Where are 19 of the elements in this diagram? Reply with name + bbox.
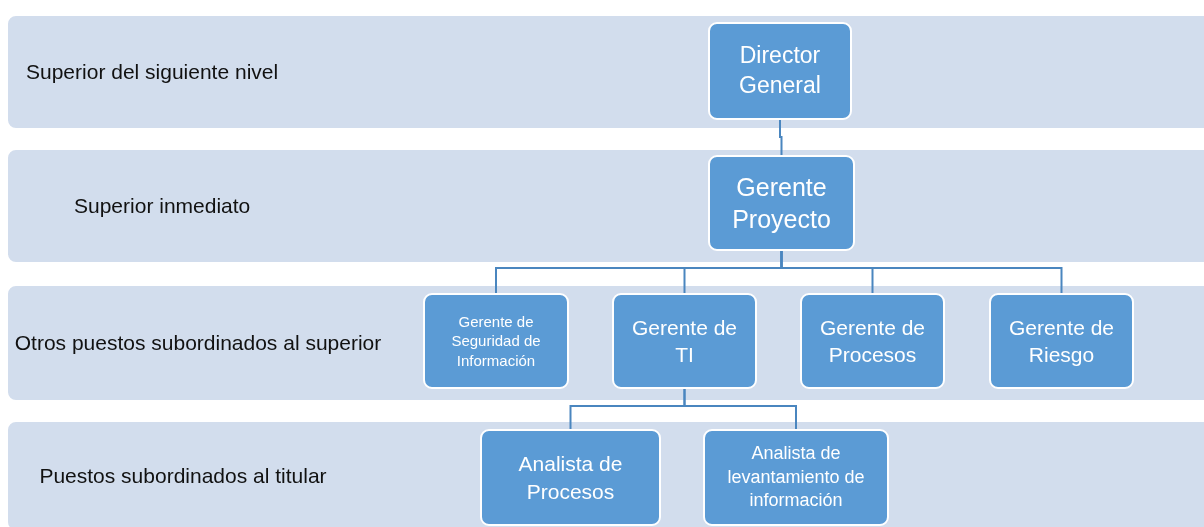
level-label: Superior inmediato — [74, 194, 251, 218]
level-label: Otros puestos subordinados al superior — [14, 331, 382, 355]
position-box: Director General — [708, 22, 852, 120]
position-box: Analista de levantamiento de información — [703, 429, 889, 526]
level-band — [6, 284, 1204, 402]
level-band — [6, 148, 1204, 264]
position-box: Gerente de Riesgo — [989, 293, 1134, 389]
level-band — [6, 14, 1204, 130]
position-box: Analista de Procesos — [480, 429, 661, 526]
position-box: Gerente Proyecto — [708, 155, 855, 251]
level-label: Puestos subordinados al titular — [39, 464, 327, 488]
position-box: Gerente de TI — [612, 293, 757, 389]
level-label: Superior del siguiente nivel — [26, 60, 279, 84]
connector-line — [683, 388, 797, 430]
position-box: Gerente de Seguridad de Información — [423, 293, 569, 389]
connector-line — [780, 250, 1063, 294]
connector-line — [779, 119, 783, 156]
position-box: Gerente de Procesos — [800, 293, 945, 389]
level-band — [6, 420, 1204, 527]
